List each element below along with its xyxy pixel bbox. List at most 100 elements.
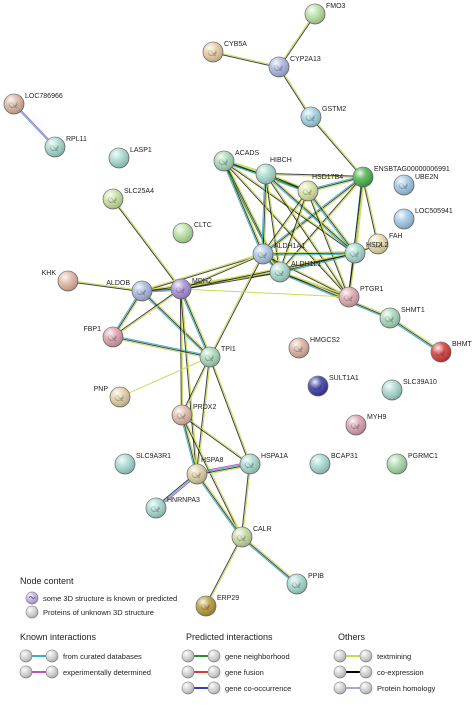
edge-strand	[212, 52, 279, 69]
edge-strand	[361, 177, 378, 245]
node-label: LASP1	[130, 147, 152, 154]
node-loc786966[interactable]: LOC786966	[3, 93, 63, 115]
node-aldh1a1[interactable]: ALDH1A1	[252, 243, 305, 265]
node-shine	[305, 4, 325, 24]
node-aldob[interactable]: ALDOB	[106, 280, 153, 302]
edge-calr-erp29	[204, 536, 244, 607]
edge-hibch-hsdl2	[264, 172, 357, 255]
node-label: LOC786966	[25, 93, 63, 100]
node-acads[interactable]: ACADS	[213, 150, 259, 172]
node-shine	[394, 209, 414, 229]
node-khk[interactable]: KHK	[42, 270, 79, 292]
node-bhmt[interactable]: BHMT	[430, 341, 473, 363]
node-cyb5a[interactable]: CYB5A	[202, 41, 247, 63]
edge-strand	[208, 253, 263, 357]
node-hmgcs2[interactable]: HMGCS2	[288, 337, 340, 359]
node-sult1a1[interactable]: SULT1A1	[307, 375, 359, 397]
legend-ball-shine	[182, 650, 194, 662]
node-aldh1l1[interactable]: ALDH1L1	[269, 261, 321, 283]
node-label: CLTC	[194, 222, 212, 229]
node-slc25a4[interactable]: SLC25A4	[102, 188, 154, 210]
edge-strand	[179, 289, 210, 358]
node-bcap31[interactable]: BCAP31	[309, 453, 358, 475]
node-label: ALDOB	[106, 280, 130, 287]
node-erp29[interactable]: ERP29	[195, 595, 239, 617]
legend-ball-shine	[182, 682, 194, 694]
node-slc9a3r1[interactable]: SLC9A3R1	[114, 453, 171, 475]
edge-strand	[307, 190, 356, 254]
node-label: TPI1	[221, 346, 236, 353]
node-label: FMO3	[326, 3, 346, 10]
node-label: HSPA8	[201, 457, 224, 464]
node-hnrnpa3[interactable]: HNRNPA3	[145, 497, 200, 519]
edge-strand	[263, 252, 350, 297]
edge-tpi1-aldh1a1	[208, 253, 265, 358]
edge-tpi1-prdx2	[180, 356, 212, 416]
node-label: HIBCH	[270, 157, 292, 164]
legend-ball-shine	[334, 682, 346, 694]
edge-strand	[142, 254, 264, 293]
node-hibch[interactable]: HIBCH	[255, 157, 292, 185]
node-shine	[232, 527, 252, 547]
edge-strand	[308, 190, 351, 297]
node-ppib[interactable]: PPIB	[286, 573, 324, 595]
node-loc505941[interactable]: LOC505941	[393, 208, 453, 230]
node-label: PGRMC1	[408, 453, 438, 460]
node-shine	[240, 454, 260, 474]
node-shmt1[interactable]: SHMT1	[379, 307, 425, 329]
edge-strand	[262, 254, 349, 299]
node-hspa8[interactable]: HSPA8	[186, 457, 224, 485]
legend-node-content-items: some 3D structure is known or predictedP…	[25, 591, 177, 619]
node-gstm2[interactable]: GSTM2	[300, 106, 346, 128]
node-pgrmc1[interactable]: PGRMC1	[386, 453, 438, 475]
node-fah[interactable]: FAH	[367, 233, 403, 255]
edge-strand	[196, 473, 243, 538]
node-fmo3[interactable]: FMO3	[304, 3, 346, 25]
node-calr[interactable]: CALR	[231, 526, 272, 548]
legend-node-content-label: Proteins of unknown 3D structure	[43, 608, 154, 617]
node-rpl11[interactable]: RPL11	[44, 136, 87, 158]
node-cltc[interactable]: CLTC	[172, 222, 212, 244]
structure-icon	[28, 595, 36, 600]
node-shine	[172, 405, 192, 425]
legend-ball-shine	[26, 606, 38, 618]
edge-strand	[180, 356, 210, 415]
node-myh9[interactable]: MYH9	[345, 414, 387, 436]
edge-strand	[280, 270, 391, 318]
node-prdx2[interactable]: PRDX2	[171, 404, 216, 426]
edge-strand	[279, 14, 316, 68]
edge-hspa1a-calr	[240, 463, 252, 538]
legend-others-label: co-expression	[377, 668, 424, 677]
node-ensbtag[interactable]: ENSBTAG00000006991	[352, 166, 450, 188]
legend-predicted-label: gene neighborhood	[225, 652, 290, 661]
node-label: MDH2	[192, 278, 212, 285]
node-hsdl2[interactable]: HSDL2	[344, 242, 389, 264]
edge-gstm2-ensbtag	[310, 116, 364, 178]
node-shine	[4, 94, 24, 114]
node-shine	[346, 415, 366, 435]
edge-hsd17b4-hsdl2	[306, 189, 357, 255]
edge-prdx2-hspa1a	[181, 414, 251, 465]
edge-strand	[141, 290, 211, 358]
edge-strand	[113, 198, 182, 289]
node-ptgr1[interactable]: PTGR1	[338, 286, 383, 308]
node-label: GSTM2	[322, 106, 346, 113]
node-tpi1[interactable]: TPI1	[199, 346, 236, 368]
node-ube2n[interactable]: UBE2N	[393, 174, 438, 196]
node-mdh2[interactable]: MDH2	[170, 278, 212, 300]
edge-mdh2-hsdl2	[180, 251, 356, 291]
node-label: FBP1	[83, 326, 101, 333]
node-fbp1[interactable]: FBP1	[83, 326, 124, 348]
node-label: PTGR1	[360, 286, 383, 293]
node-label: PRDX2	[193, 404, 216, 411]
edge-strand	[262, 251, 355, 254]
node-hsd17b4[interactable]: HSD17B4	[297, 174, 343, 202]
node-lasp1[interactable]: LASP1	[108, 147, 152, 169]
edge-strand	[262, 252, 356, 255]
edge-hsd17b4-aldh1l1	[278, 190, 310, 273]
node-pnp[interactable]: PNP	[94, 386, 131, 408]
node-hspa1a[interactable]: HSPA1A	[239, 453, 288, 475]
node-cyp2a13[interactable]: CYP2A13	[268, 56, 321, 78]
node-slc39a10[interactable]: SLC39A10	[381, 379, 437, 401]
